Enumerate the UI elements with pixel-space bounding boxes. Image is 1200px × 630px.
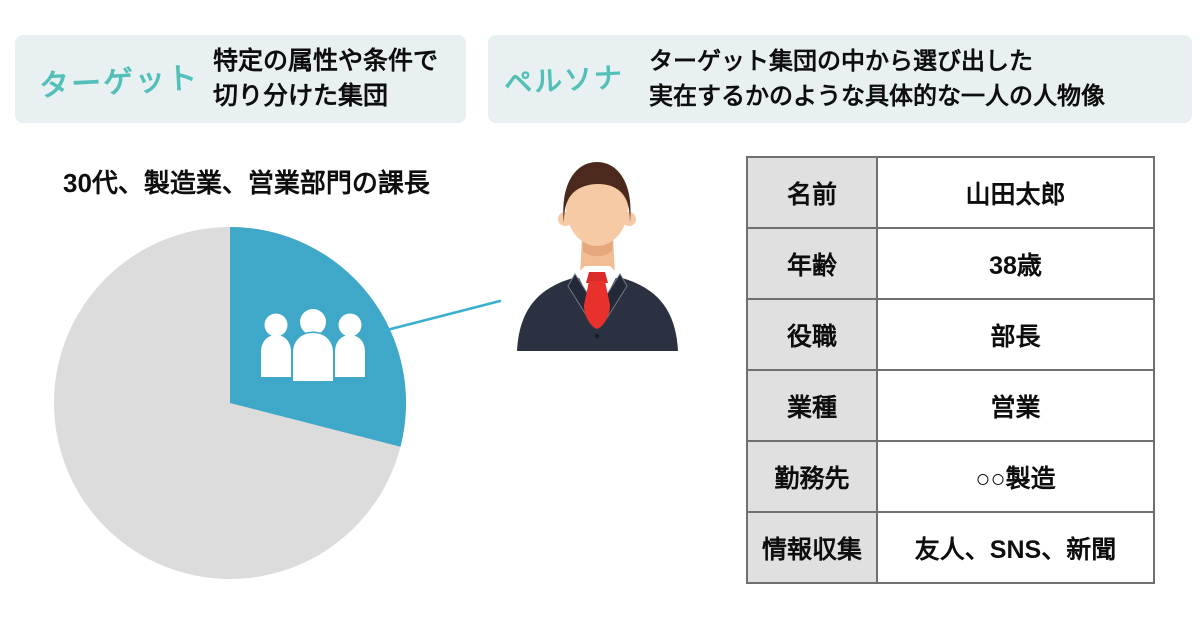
row-value-info-sources: 友人、SNS、新聞 bbox=[878, 513, 1153, 582]
table-row: 業種 営業 bbox=[748, 369, 1153, 440]
persona-profile-table: 名前 山田太郎 年齢 38歳 役職 部長 業種 営業 勤務先 ○○製造 情報収集… bbox=[746, 156, 1155, 584]
target-definition-box: ターゲット 特定の属性や条件で 切り分けた集団 bbox=[15, 35, 466, 123]
row-label-name: 名前 bbox=[748, 158, 878, 227]
target-definition-line1: 特定の属性や条件で bbox=[213, 47, 439, 75]
persona-definition-line1: ターゲット集団の中から選び出した bbox=[649, 48, 1033, 75]
row-label-title: 役職 bbox=[748, 300, 878, 369]
row-label-info-sources: 情報収集 bbox=[748, 513, 878, 582]
persona-definition-text: ターゲット集団の中から選び出した 実在するかのような具体的な一人の人物像 bbox=[649, 35, 1105, 123]
target-definition-text: 特定の属性や条件で 切り分けた集団 bbox=[213, 35, 438, 123]
table-row: 勤務先 ○○製造 bbox=[748, 440, 1153, 511]
people-group-icon bbox=[261, 307, 365, 383]
businessman-illustration bbox=[517, 162, 678, 351]
businessman-figure bbox=[517, 162, 678, 351]
row-label-industry: 業種 bbox=[748, 371, 878, 440]
table-row: 役職 部長 bbox=[748, 298, 1153, 369]
row-label-age: 年齢 bbox=[748, 229, 878, 298]
target-term-label: ターゲット bbox=[38, 61, 200, 104]
row-value-employer: ○○製造 bbox=[878, 442, 1153, 511]
row-label-employer: 勤務先 bbox=[748, 442, 878, 511]
persona-definition-line2: 実在するかのような具体的な一人の人物像 bbox=[649, 83, 1105, 110]
row-value-age: 38歳 bbox=[878, 229, 1153, 298]
target-group-caption: 30代、製造業、営業部門の課長 bbox=[63, 168, 430, 198]
persona-definition-box: ペルソナ ターゲット集団の中から選び出した 実在するかのような具体的な一人の人物… bbox=[488, 35, 1192, 123]
table-row: 年齢 38歳 bbox=[748, 227, 1153, 298]
row-value-name: 山田太郎 bbox=[878, 158, 1153, 227]
table-row: 情報収集 友人、SNS、新聞 bbox=[748, 511, 1153, 582]
target-definition-line2: 切り分けた集団 bbox=[213, 82, 389, 110]
row-value-industry: 営業 bbox=[878, 371, 1153, 440]
table-row: 名前 山田太郎 bbox=[748, 158, 1153, 227]
connector-line bbox=[381, 299, 502, 333]
persona-term-label: ペルソナ bbox=[503, 61, 625, 100]
target-pie-chart bbox=[54, 227, 406, 579]
row-value-title: 部長 bbox=[878, 300, 1153, 369]
